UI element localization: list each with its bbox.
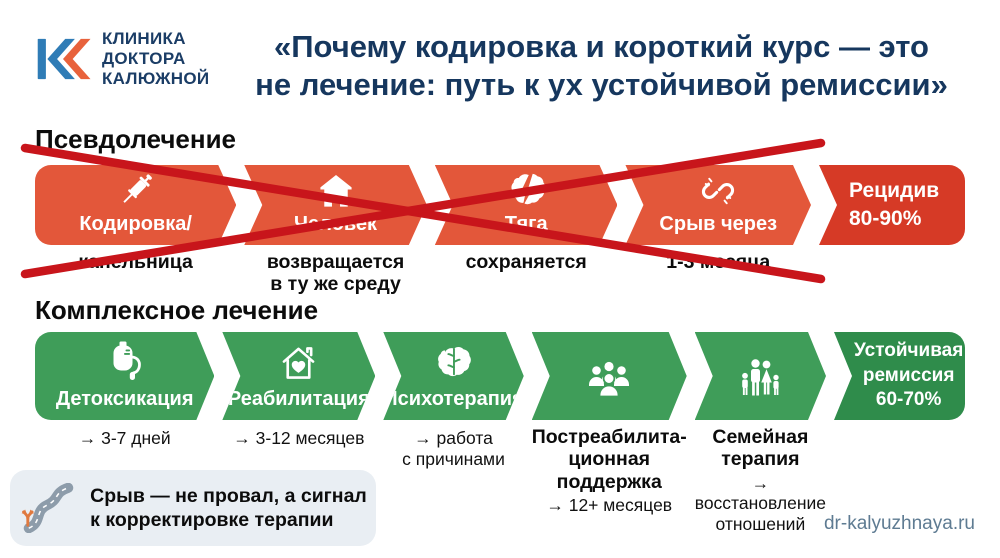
pseudo-result-text: Рецидив 80-90% bbox=[849, 178, 940, 230]
pseudo-heading: Псевдолечение bbox=[35, 124, 237, 154]
broken-chain-icon bbox=[697, 165, 739, 213]
step-label: Реабилитация bbox=[227, 388, 370, 410]
step-caption: → 3-12 месяцев bbox=[233, 428, 365, 448]
step-family-therapy bbox=[695, 332, 826, 420]
family-icon bbox=[736, 332, 784, 420]
step-label: Человек bbox=[294, 213, 378, 235]
complex-heading: Комплексное лечение bbox=[35, 295, 319, 325]
step-caption: возвращается в ту же среду bbox=[266, 251, 405, 296]
step-label: Психотерапия bbox=[383, 388, 524, 410]
step-detox: Детоксикация bbox=[35, 332, 214, 420]
step-caption: → работа с причинами bbox=[402, 428, 505, 469]
step-caption: Семейная терапия → восстановление отноше… bbox=[694, 426, 827, 535]
clinic-logo: КЛИНИКА ДОКТОРА КАЛЮЖНОЙ bbox=[34, 28, 209, 90]
step-rehab: Реабилитация bbox=[222, 332, 375, 420]
brain-icon bbox=[431, 332, 476, 388]
road-icon bbox=[21, 483, 74, 533]
footer-note-text: Срыв — не провал, а сигнал к корректиров… bbox=[90, 484, 367, 531]
pseudo-result-block: Рецидив 80-90% bbox=[819, 165, 965, 245]
syringe-icon bbox=[113, 163, 159, 213]
step-caption: → 3-7 дней bbox=[78, 428, 171, 448]
step-coding: Кодировка/ bbox=[35, 165, 236, 245]
step-label: Детоксикация bbox=[55, 388, 194, 410]
clinic-logo-icon bbox=[37, 38, 91, 80]
house-heart-icon bbox=[276, 332, 321, 388]
complex-result-block: Устойчивая ремиссия 60-70% bbox=[834, 332, 965, 420]
footer-note: Срыв — не провал, а сигнал к корректиров… bbox=[10, 470, 376, 546]
slide-title: «Почему кодировка и короткий курс — это … bbox=[255, 29, 948, 102]
step-relapse: Срыв через bbox=[625, 165, 811, 245]
step-caption: Постреабилита- ционная поддержка → 12+ м… bbox=[531, 426, 687, 516]
house-icon bbox=[314, 165, 358, 213]
step-psychotherapy: Психотерапия bbox=[383, 332, 523, 420]
brain-lightning-icon bbox=[503, 163, 549, 213]
step-post-rehab-support bbox=[532, 332, 687, 420]
step-label: Кодировка/ bbox=[79, 213, 192, 235]
step-label: Срыв через bbox=[659, 213, 778, 235]
clinic-name: КЛИНИКА ДОКТОРА КАЛЮЖНОЙ bbox=[102, 28, 210, 89]
step-environment: Человек bbox=[244, 165, 427, 245]
website-url: dr-kalyuzhnaya.ru bbox=[823, 513, 975, 534]
step-craving: Тяга bbox=[435, 165, 618, 245]
people-group-icon bbox=[585, 332, 633, 420]
step-label: Тяга bbox=[504, 213, 548, 235]
complex-treatment-flow: Детоксикация Реабилитация bbox=[35, 332, 965, 535]
step-caption: сохраняется bbox=[465, 251, 587, 273]
step-caption: 1-3 месяца bbox=[666, 251, 771, 273]
iv-drip-icon bbox=[101, 332, 149, 388]
step-caption: капельница bbox=[78, 251, 193, 273]
pseudo-treatment-flow: Кодировка/ Человек Тяга bbox=[35, 165, 965, 296]
complex-result-text: Устойчивая ремиссия 60-70% bbox=[854, 339, 964, 411]
